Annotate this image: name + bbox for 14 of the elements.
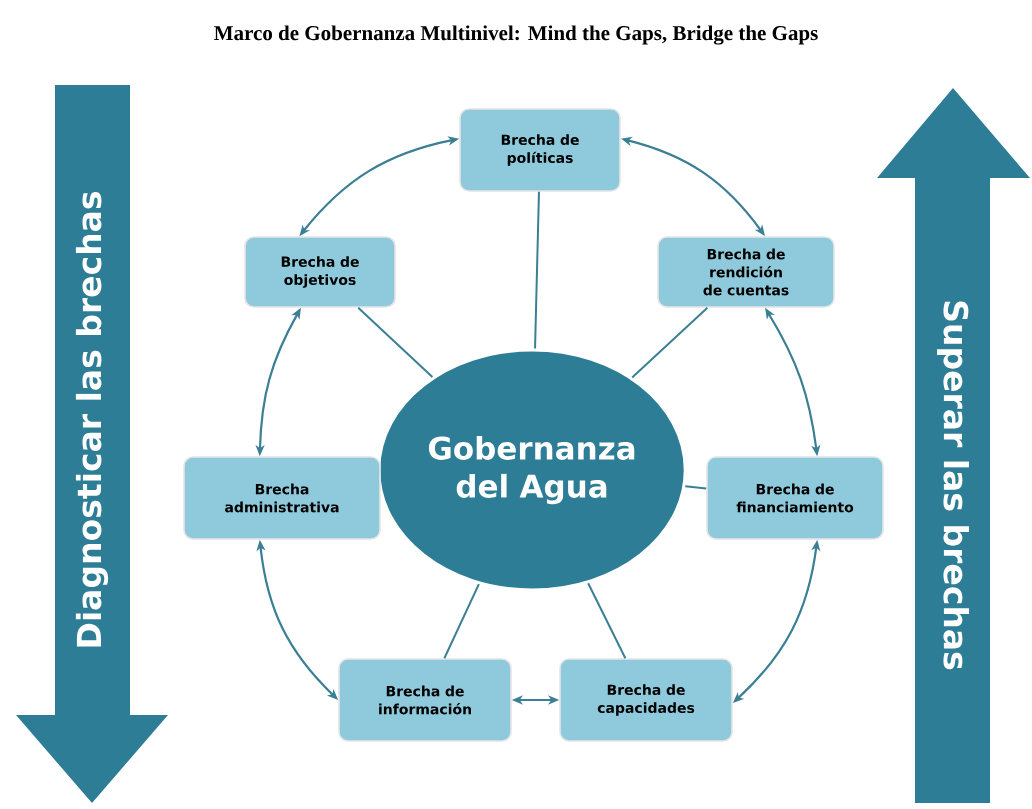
gap-box: Brecha de información <box>338 658 512 742</box>
gap-box: Brecha de capacidades <box>559 658 733 742</box>
gap-box: Brecha administrativa <box>183 456 381 540</box>
connector-line <box>534 190 540 350</box>
gap-box: Brecha de políticas <box>459 108 621 192</box>
connector-line <box>631 306 709 379</box>
connector-line <box>684 485 708 490</box>
title: Marco de Gobernanza Multinivel: Mind the Gaps, Bridge the Gaps <box>214 25 818 45</box>
gap-box: Brecha de financiamiento <box>706 456 884 540</box>
gap-box: Brecha de rendición de cuentas <box>657 236 835 308</box>
connector-line <box>443 583 480 660</box>
gap-box: Brecha de objetivos <box>244 236 396 308</box>
connector-line <box>587 582 627 660</box>
connector-line <box>357 306 434 379</box>
